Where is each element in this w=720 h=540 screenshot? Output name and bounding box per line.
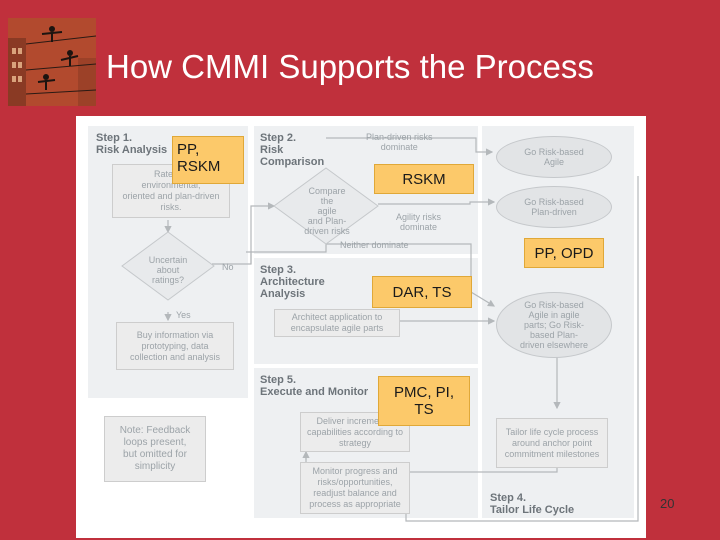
architect-application-box: Architect application to encapsulate agi… [274, 309, 400, 337]
step3-label: Step 3. Architecture Analysis [260, 264, 325, 300]
buy-information-box: Buy information via prototyping, data co… [116, 322, 234, 370]
step1-label: Step 1. Risk Analysis [96, 132, 168, 156]
go-mixed-ellipse: Go Risk-based Agile in agile parts; Go R… [496, 292, 612, 358]
compare-decision-shape [273, 167, 379, 245]
tag-pmc-pi-ts: PMC, PI, TS [378, 376, 470, 426]
uncertain-decision-label: Uncertain about ratings? [148, 255, 188, 285]
step5-label: Step 5. Execute and Monitor [260, 374, 369, 398]
no-label: No [222, 262, 234, 272]
step2-label: Step 2. Risk Comparison [260, 132, 325, 168]
tag-dar-ts: DAR, TS [372, 276, 472, 308]
monitor-progress-box: Monitor progress and risks/opportunities… [300, 462, 410, 514]
slide-title: How CMMI Supports the Process [106, 48, 594, 85]
compare-decision-label: Compare the agile and Plan- driven risks [304, 186, 350, 236]
tightrope-walkers-image [8, 18, 96, 106]
tailor-life-cycle-box: Tailor life cycle process around anchor … [496, 418, 608, 468]
step4-label: Step 4. Tailor Life Cycle [490, 492, 575, 516]
tag-pp-opd: PP, OPD [524, 238, 604, 268]
go-plan-driven-ellipse: Go Risk-based Plan-driven [496, 186, 612, 228]
process-diagram: Step 1. Risk Analysis Step 2. Risk Compa… [76, 116, 646, 538]
go-agile-ellipse: Go Risk-based Agile [496, 136, 612, 178]
tag-rskm: RSKM [374, 164, 474, 194]
neither-dominate-label: Neither dominate [340, 240, 409, 250]
tag-pp-rskm: PP, RSKM [172, 136, 244, 184]
uncertain-decision-shape [121, 231, 215, 301]
plan-driven-dominate-label: Plan-driven risks dominate [366, 132, 433, 152]
yes-label: Yes [176, 310, 191, 320]
page-number: 20 [660, 496, 675, 511]
agility-dominate-label: Agility risks dominate [396, 212, 442, 232]
feedback-note-box: Note: Feedback loops present, but omitte… [104, 416, 206, 482]
deliver-capabilities-box: Deliver incremental capabilities accordi… [300, 412, 410, 452]
